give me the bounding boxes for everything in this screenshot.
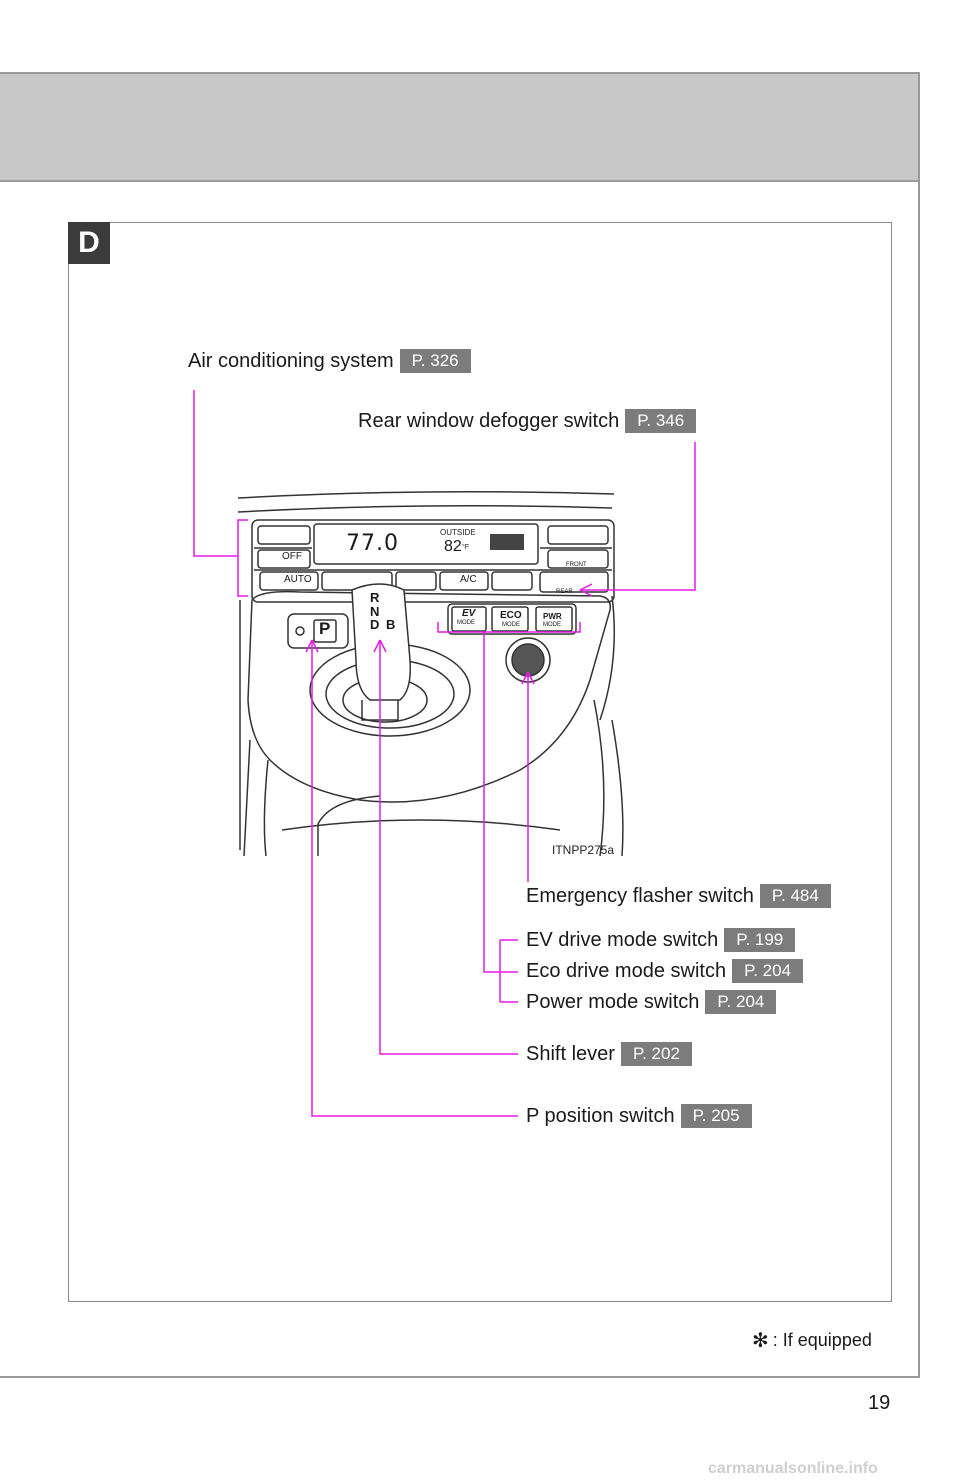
watermark: carmanualsonline.info xyxy=(708,1460,878,1477)
footnote: ✻ : If equipped xyxy=(752,1328,872,1353)
page-bottom-rule xyxy=(0,1376,920,1378)
pwr-mode-button-label: PWR xyxy=(543,612,562,621)
display-outside-unit: °F xyxy=(462,544,470,551)
callout-ev-drive-mode-page[interactable]: P. 199 xyxy=(724,928,796,952)
callout-p-position-page[interactable]: P. 205 xyxy=(680,1104,752,1128)
callout-emergency-flasher-page[interactable]: P. 484 xyxy=(759,884,831,908)
callout-emergency-flasher-text: Emergency flasher switch xyxy=(526,885,754,907)
figure-code: ITNPP275a xyxy=(552,843,615,857)
callout-air-conditioning-text: Air conditioning system xyxy=(188,350,394,372)
shift-letter-b: B xyxy=(386,617,396,632)
footnote-text: : If equipped xyxy=(772,1330,872,1350)
header-band xyxy=(0,72,920,182)
panel-ac-label: A/C xyxy=(460,574,477,585)
callout-ev-drive-mode-text: EV drive mode switch xyxy=(526,929,719,951)
display-outside-temp: 82 xyxy=(444,538,462,555)
callout-ev-drive-mode: EV drive mode switch P. 199 xyxy=(526,928,796,952)
callout-power-mode-text: Power mode switch xyxy=(526,991,700,1013)
callout-eco-drive-mode: Eco drive mode switch P. 204 xyxy=(526,959,804,983)
callout-p-position: P position switch P. 205 xyxy=(526,1104,752,1128)
panel-off-label: OFF xyxy=(282,551,302,562)
ev-mode-button-sub: MODE xyxy=(457,620,475,626)
callout-p-position-text: P position switch xyxy=(526,1105,675,1127)
page-right-rule xyxy=(918,180,920,1378)
pwr-mode-button-sub: MODE xyxy=(543,622,561,628)
panel-front-label: FRONT xyxy=(566,562,587,568)
callout-power-mode-page[interactable]: P. 204 xyxy=(705,990,777,1014)
callout-rear-defogger-page[interactable]: P. 346 xyxy=(625,409,697,433)
panel-auto-label: AUTO xyxy=(284,574,312,585)
display-outside-label: OUTSIDE xyxy=(440,528,476,537)
callout-shift-lever: Shift lever P. 202 xyxy=(526,1042,692,1066)
p-position-button-label: P xyxy=(319,619,331,638)
callout-air-conditioning: Air conditioning system P. 326 xyxy=(188,349,471,373)
section-badge: D xyxy=(68,222,110,264)
shift-letter-r: R xyxy=(370,590,380,605)
eco-mode-button-label: ECO xyxy=(500,610,522,621)
callout-eco-drive-mode-text: Eco drive mode switch xyxy=(526,960,727,982)
shift-letter-n: N xyxy=(370,604,380,619)
callout-emergency-flasher: Emergency flasher switch P. 484 xyxy=(526,884,831,908)
callout-power-mode: Power mode switch P. 204 xyxy=(526,990,777,1014)
callout-shift-lever-page[interactable]: P. 202 xyxy=(620,1042,692,1066)
callout-rear-defogger: Rear window defogger switch P. 346 xyxy=(358,409,697,433)
callout-air-conditioning-page[interactable]: P. 326 xyxy=(399,349,471,373)
panel-rear-label: REAR xyxy=(556,589,573,595)
shift-letter-d: D xyxy=(370,617,380,632)
page-number: 19 xyxy=(868,1392,891,1414)
display-temperature: 77.0 xyxy=(346,531,399,556)
ev-mode-button-label: EV xyxy=(462,608,476,619)
eco-mode-button-sub: MODE xyxy=(502,622,520,628)
callout-eco-drive-mode-page[interactable]: P. 204 xyxy=(732,959,804,983)
asterisk-icon: ✻ xyxy=(752,1330,769,1352)
callout-rear-defogger-text: Rear window defogger switch xyxy=(358,410,620,432)
figure-panel xyxy=(68,222,892,1302)
callout-shift-lever-text: Shift lever xyxy=(526,1043,615,1065)
